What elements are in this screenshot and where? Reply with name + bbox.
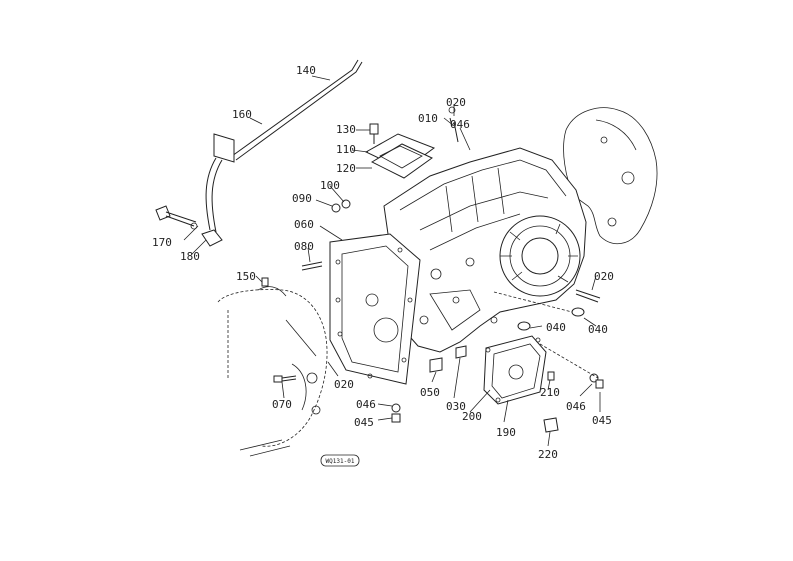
callout-020-left: 020: [334, 378, 354, 391]
callout-060: 060: [294, 218, 314, 231]
callout-140: 140: [296, 64, 316, 77]
callout-045-right: 045: [592, 414, 612, 427]
callout-020-right: 020: [594, 270, 614, 283]
callout-200: 200: [462, 410, 482, 423]
callout-120: 120: [336, 162, 356, 175]
callout-050: 050: [420, 386, 440, 399]
callout-150: 150: [236, 270, 256, 283]
callout-045-bottom: 045: [354, 416, 374, 429]
callout-040-left: 040: [546, 321, 566, 334]
clutch-housing: [217, 286, 328, 457]
callout-210: 210: [540, 386, 560, 399]
dipstick-assembly: [205, 59, 363, 233]
callout-030: 030: [446, 400, 466, 413]
side-cover: [483, 335, 547, 405]
callout-180: 180: [180, 250, 200, 263]
reference-code-badge: WQ131-01: [320, 454, 360, 467]
callout-046-right: 046: [566, 400, 586, 413]
callout-020-top: 020: [446, 96, 466, 109]
callout-070: 070: [272, 398, 292, 411]
leader-lines: [183, 75, 601, 447]
transmission-case: [383, 147, 587, 353]
callout-160: 160: [232, 108, 252, 121]
fasteners: [261, 106, 604, 433]
callout-170: 170: [152, 236, 172, 249]
callout-040-right: 040: [588, 323, 608, 336]
reference-code: WQ131-01: [326, 458, 355, 465]
callout-220: 220: [538, 448, 558, 461]
callout-080: 080: [294, 240, 314, 253]
top-cover: [364, 123, 436, 179]
callout-190: 190: [496, 426, 516, 439]
callout-090: 090: [292, 192, 312, 205]
callout-010: 010: [418, 112, 438, 125]
callout-130: 130: [336, 123, 356, 136]
callout-046-bottom: 046: [356, 398, 376, 411]
callout-100: 100: [320, 179, 340, 192]
callout-110: 110: [336, 143, 356, 156]
front-plate: [329, 233, 421, 385]
callout-labels: 140 160 130 110 120 100 090 060 080 170 …: [152, 64, 614, 461]
left-bolt: [155, 205, 223, 247]
callout-046-top: 046: [450, 118, 470, 131]
